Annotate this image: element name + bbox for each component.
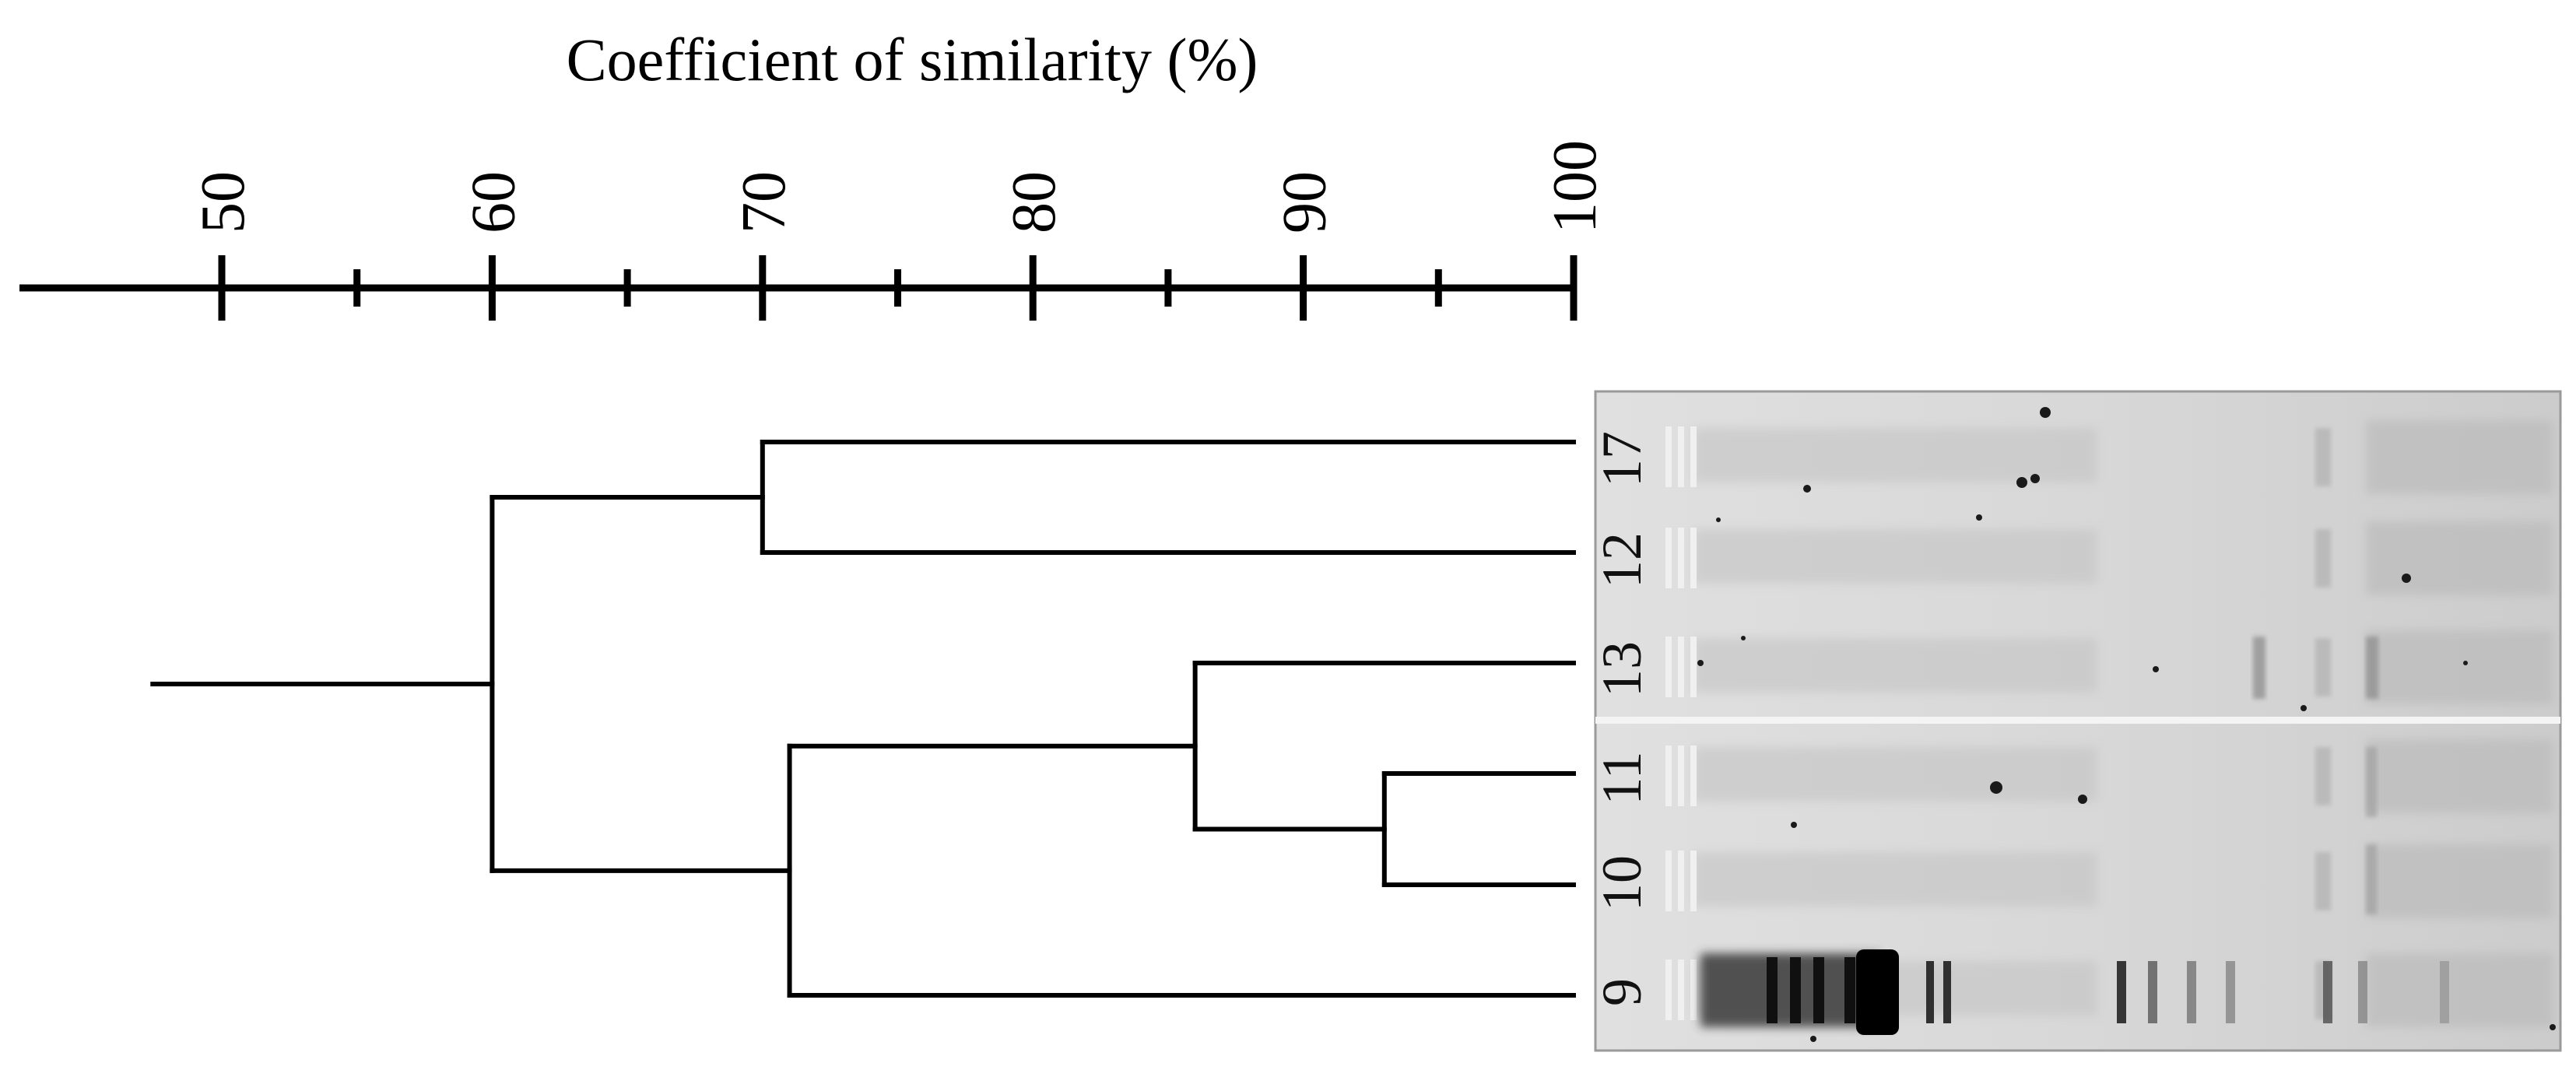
well-stripe [1678,745,1684,806]
well-stripe [1665,959,1672,1020]
well-stripe [1665,637,1672,697]
lane-label: 9 [1591,978,1653,1006]
gel-speck [1697,660,1704,666]
lane-label: 17 [1591,431,1653,487]
lane-faint-band [2315,852,2331,910]
tick-label: 100 [1541,140,1609,233]
gel-band [2117,961,2126,1023]
lane-label: 11 [1591,751,1653,805]
tick-label: 50 [189,171,258,233]
lane-smear [1693,852,2097,907]
gel-band [1943,961,1951,1023]
well-stripe [1665,851,1672,911]
lane-smear [1693,638,2097,693]
dendrogram-tree [150,440,1576,998]
gel-speck [2550,1024,2556,1030]
well-stripe [1690,959,1697,1020]
well-stripe [1665,745,1672,806]
tick-label: 90 [1271,171,1339,233]
gel-speck [1810,1036,1816,1042]
gel-speck [1803,485,1811,493]
gel-speck [2030,474,2040,483]
tick-label: 70 [730,171,798,233]
well-stripe [1678,426,1684,487]
lane-label: 13 [1591,641,1653,697]
well-stripe [1690,745,1697,806]
gel-image: 17 12 13 11 10 9 [1591,390,2562,1052]
lane-smear [1693,529,2097,584]
gel-band [1926,961,1934,1023]
gel-band [2440,961,2449,1023]
well-stripe [1665,528,1672,588]
gel-speck [1990,781,2002,794]
gel-speck [1791,822,1797,828]
gel-band [2148,961,2157,1023]
well-stripe [1678,851,1684,911]
gel-speck [1741,636,1746,640]
gel-speck [2040,407,2051,418]
gel-speck [1976,514,1982,521]
gel-bands [1665,426,2449,1035]
gel-band [1813,957,1824,1023]
well-stripe [1665,426,1672,487]
gel-band [2187,961,2196,1023]
lane-smear [2366,953,2553,1027]
gel-band [2366,637,2378,699]
lane-smear [2366,630,2553,704]
lane-smear [2366,844,2553,918]
axis-title: Coefficient of similarity (%) [567,26,1258,93]
gel-speck [2402,574,2411,583]
well-stripe [1690,637,1697,697]
gel-band [2358,961,2367,1023]
gel-lane-labels: 17 12 13 11 10 9 [1591,431,1653,1006]
lane-smear [2366,739,2553,813]
lane-label: 10 [1591,855,1653,911]
gel-band-strong [1856,949,1899,1035]
gel-band [2366,844,2377,914]
well-stripe [1690,528,1697,588]
gel-band [1767,957,1778,1023]
well-stripe [1690,851,1697,911]
well-stripe [1678,528,1684,588]
gel-speck [2078,795,2087,804]
similarity-scale-axis: 50 60 70 80 90 100 [19,140,1609,321]
gel-speck [2016,477,2027,488]
gel-band [2366,747,2377,817]
lane-faint-band [2315,428,2331,486]
tick-label: 60 [459,171,528,233]
lane-faint-band [2315,529,2331,588]
gel-specks [1697,407,2556,1042]
well-stripe [1690,426,1697,487]
gel-band [2323,961,2332,1023]
lane-smear [2366,521,2553,595]
gel-speck [2301,705,2307,711]
lane-smear [1693,428,2097,482]
gel-band [2253,637,2265,699]
lane-label: 12 [1591,532,1653,588]
gel-band [1844,957,1855,1023]
lane-smear [2366,420,2553,494]
well-stripe [1678,637,1684,697]
gel-band [1790,957,1801,1023]
lane-smear [1693,747,2097,802]
gel-split-line [1595,717,2560,724]
gel-speck [2153,666,2159,672]
well-stripe [1678,959,1684,1020]
gel-speck [1716,517,1721,522]
gel-band [2226,961,2235,1023]
gel-speck [2463,661,2468,665]
tick-label: 80 [1000,171,1069,233]
lane-faint-band [2315,638,2331,696]
lane-faint-band [2315,747,2331,805]
